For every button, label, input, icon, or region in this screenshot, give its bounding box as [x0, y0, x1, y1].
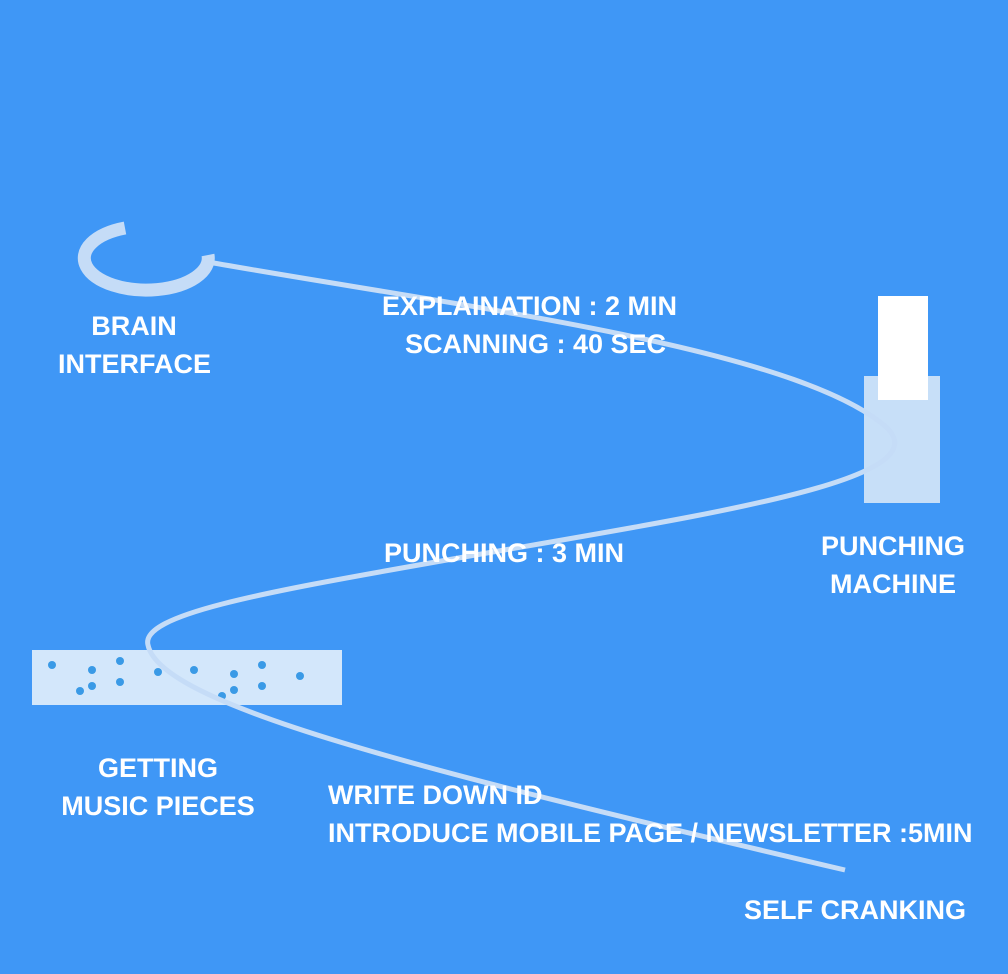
getting-music-pieces-line-1: GETTING [98, 753, 218, 783]
introduce-mobile-page: INTRODUCE MOBILE PAGE / NEWSLETTER :5MIN [328, 818, 973, 848]
brain-interface-line-2: INTERFACE [58, 349, 212, 379]
brain-interface-label: BRAIN INTERFACE [58, 307, 212, 383]
getting-music-pieces-line-2: MUSIC PIECES [61, 791, 255, 821]
brain-interface-line-1: BRAIN [91, 311, 177, 341]
punching-machine-line-1: PUNCHING [820, 531, 965, 561]
explanation-step-label: EXPLAINATION : 2 MIN SCANNING : 40 SEC [382, 287, 677, 363]
punching-step-label: PUNCHING : 3 MIN [384, 534, 624, 572]
music-strip-holes [48, 657, 304, 700]
self-cranking-line-1: SELF CRANKING [744, 895, 966, 925]
write-down-id: WRITE DOWN ID [328, 780, 543, 810]
getting-music-pieces-label: GETTING MUSIC PIECES [60, 749, 256, 825]
punching-machine-top [878, 296, 928, 400]
punching-machine-line-2: MACHINE [830, 569, 956, 599]
punching-duration: PUNCHING : 3 MIN [384, 538, 625, 568]
scanning-duration: SCANNING : 40 SEC [405, 329, 667, 359]
flow-path [145, 259, 898, 873]
music-strip [32, 650, 342, 705]
brain-interface-icon [77, 221, 215, 297]
self-cranking-label: SELF CRANKING [744, 891, 966, 929]
punching-machine-label: PUNCHING MACHINE [812, 527, 974, 603]
explanation-duration: EXPLAINATION : 2 MIN [382, 291, 678, 321]
write-down-step-label: WRITE DOWN ID INTRODUCE MOBILE PAGE / NE… [328, 776, 973, 852]
